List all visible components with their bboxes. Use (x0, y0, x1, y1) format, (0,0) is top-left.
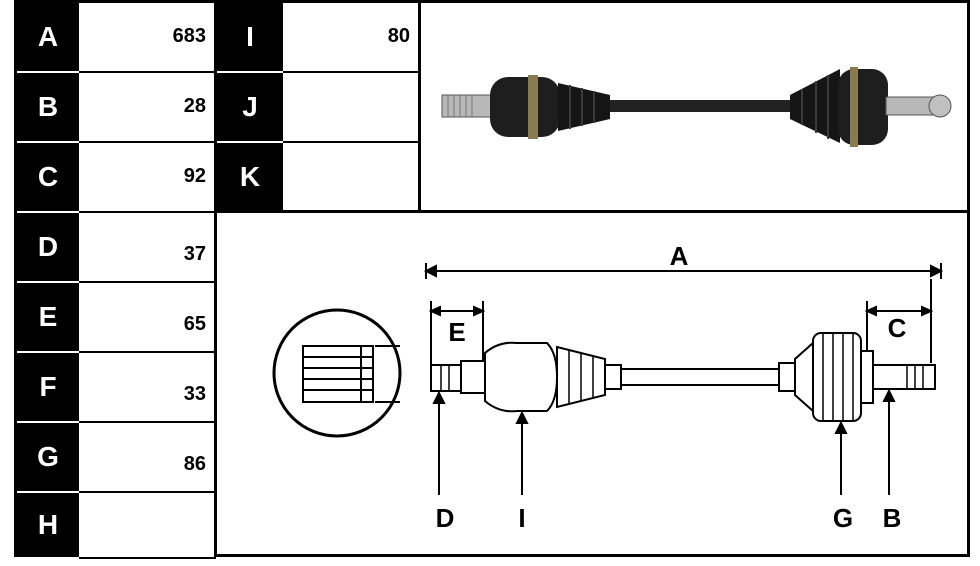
dimension-letter: E (17, 283, 79, 353)
dimension-letter: G (17, 423, 79, 493)
dimension-letter: H (17, 493, 79, 559)
dimension-value: 28 (79, 73, 216, 143)
dimension-value (283, 143, 420, 213)
spline-detail-magnifier (272, 308, 402, 438)
section-divider (214, 210, 970, 213)
dimension-value: 33 (79, 353, 216, 423)
drive-shaft-photo (441, 67, 952, 147)
label-g: G (833, 503, 853, 533)
label-d: D (436, 503, 455, 533)
dimension-letter: C (17, 143, 79, 213)
label-b: B (883, 503, 902, 533)
dimension-letter: D (17, 213, 79, 283)
label-e: E (448, 317, 465, 347)
dimension-letter: B (17, 73, 79, 143)
dimension-letter: F (17, 353, 79, 423)
dimension-value: 92 (79, 143, 216, 213)
dimension-value: 80 (283, 3, 420, 73)
dimension-value: 65 (79, 283, 216, 353)
dimension-value: 37 (79, 213, 216, 283)
dimension-value: 683 (79, 3, 216, 73)
label-i: I (518, 503, 525, 533)
label-a: A (670, 241, 689, 271)
table-divider (214, 0, 217, 557)
dimension-letter: J (217, 73, 283, 143)
dimension-letter: I (217, 3, 283, 73)
dimension-drawing: A E C D I G B (272, 241, 944, 533)
dimension-letter: K (217, 143, 283, 213)
label-c: C (888, 313, 907, 343)
dimension-value (79, 493, 216, 559)
dimension-value: 86 (79, 423, 216, 493)
dimension-letter: A (17, 3, 79, 73)
photo-divider (418, 0, 421, 212)
dimension-value (283, 73, 420, 143)
